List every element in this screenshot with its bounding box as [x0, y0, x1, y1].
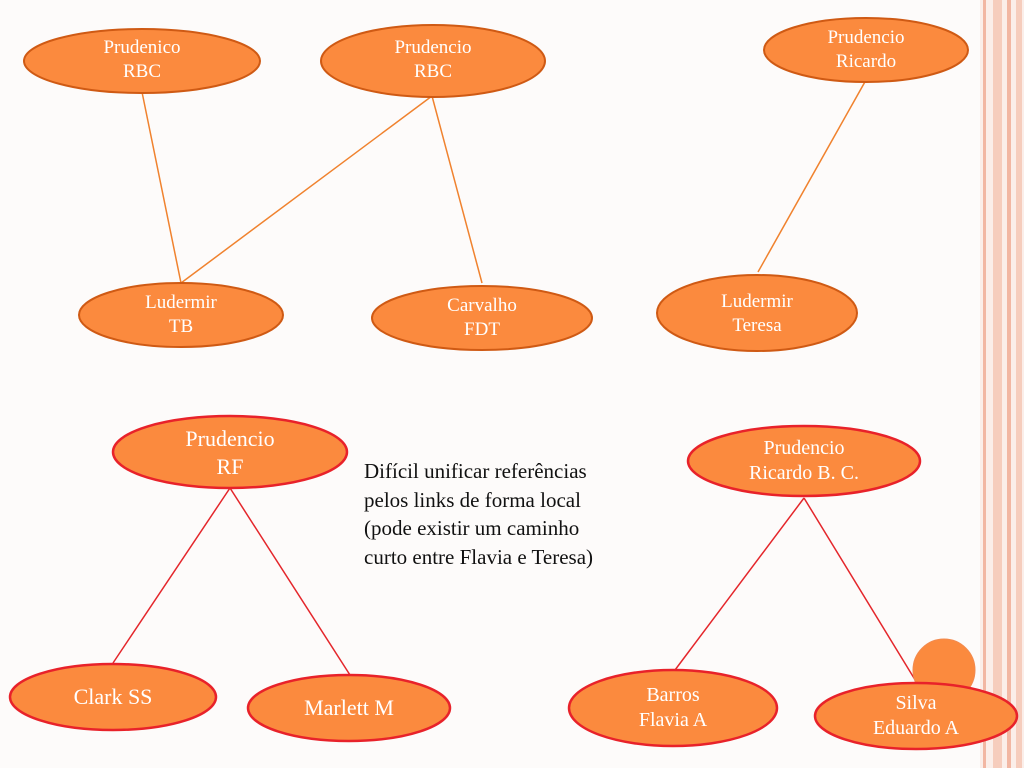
edge-prudencio-rbc-carvalho-fdt — [431, 95, 483, 284]
node-label-prudencio-rf: Prudencio RF — [185, 426, 275, 479]
edge-prudenico-rbc-ludermir-tb — [141, 91, 182, 284]
node-label-prudencio-ricardo-bc: Prudencio Ricardo B. C. — [749, 437, 859, 484]
node-silva-eduardo — [813, 681, 1019, 751]
node-label-silva-eduardo: Silva Eduardo A — [872, 692, 960, 739]
node-label-prudencio-ricardo: Prudencio Ricardo — [827, 27, 905, 72]
side-stripes-decoration — [980, 0, 1024, 768]
node-carvalho-fdt — [371, 285, 593, 351]
node-label-ludermir-tb: Ludermir TB — [145, 292, 217, 337]
node-barros-flavia — [567, 668, 779, 748]
edge-prudencio-rf-marlett-m — [229, 487, 351, 676]
node-prudencio-rf — [111, 414, 349, 490]
node-label-carvalho-fdt: Carvalho FDT — [447, 295, 517, 340]
node-label-barros-flavia: Barros Flavia A — [638, 684, 708, 731]
node-label-prudencio-rbc: Prudencio RBC — [394, 37, 472, 82]
edge-prudencio-ricardo-bc-barros-flavia — [674, 497, 805, 671]
node-label-clark-ss: Clark SS — [73, 684, 153, 709]
node-ludermir-teresa — [656, 274, 858, 352]
edge-prudencio-rbc-ludermir-tb — [180, 95, 433, 284]
edge-prudencio-ricardo-ludermir-teresa — [757, 79, 867, 273]
node-ludermir-tb — [78, 282, 284, 348]
node-prudencio-ricardo-bc — [686, 424, 922, 498]
edge-prudencio-rf-clark-ss — [112, 487, 231, 664]
node-prudencio-rbc — [320, 24, 546, 98]
node-prudencio-ricardo — [763, 17, 969, 83]
node-clark-ss — [8, 662, 218, 732]
node-label-marlett-m: Marlett M — [304, 695, 394, 720]
node-label-prudenico-rbc: Prudenico RBC — [103, 37, 181, 82]
node-label-ludermir-teresa: Ludermir Teresa — [721, 291, 793, 336]
edge-prudencio-ricardo-bc-silva-eduardo — [803, 497, 918, 684]
node-prudenico-rbc — [23, 28, 261, 94]
annotation-text: Difícil unificar referências pelos links… — [364, 459, 594, 569]
node-marlett-m — [246, 673, 452, 743]
